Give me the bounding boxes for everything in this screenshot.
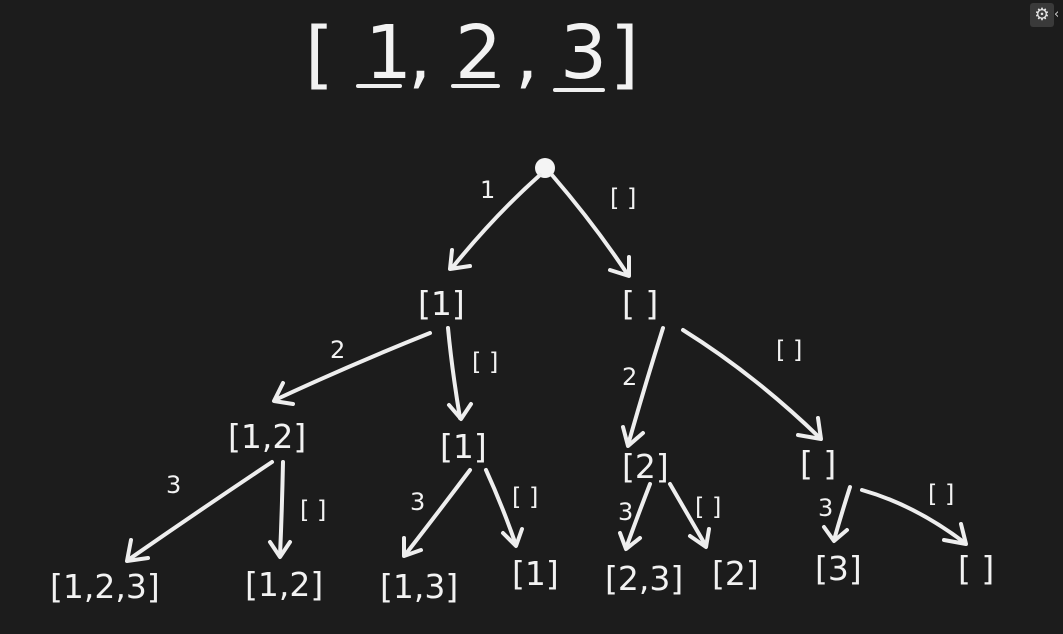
- edge-label: [ ]: [776, 336, 802, 364]
- edges-group: 1 [ ] 2 [ ] 2: [125, 173, 968, 563]
- node-1-2-b: [1,2]: [245, 565, 323, 604]
- edge-1-to-1b: [ ]: [446, 326, 498, 421]
- node-2-b: [2]: [712, 554, 759, 593]
- edge-2-to-2b: [ ]: [668, 482, 721, 549]
- edge-label: [ ]: [610, 184, 636, 212]
- gear-icon: ⚙: [1034, 5, 1050, 25]
- edge-label: 3: [166, 471, 181, 499]
- node-1: [1]: [418, 284, 465, 323]
- edge-empty-to-empty2: [ ]: [681, 328, 823, 441]
- edge-2-to-23: 3: [618, 482, 652, 551]
- edge-root-to-empty: [ ]: [550, 173, 636, 278]
- title-array: [ 1 , 2 , 3 ]: [305, 10, 643, 98]
- node-empty: [ ]: [622, 284, 658, 323]
- edge-label: 2: [330, 336, 345, 364]
- nodes-group: [1] [ ] [1,2] [1] [2] [ ] [1,2,3] [1,2] …: [50, 284, 994, 606]
- edge-label: [ ]: [472, 348, 498, 376]
- edge-label: 3: [618, 498, 633, 526]
- node-empty-2: [ ]: [800, 444, 836, 483]
- edge-label: [ ]: [695, 493, 721, 521]
- node-1-3: [1,3]: [380, 567, 458, 606]
- edge-label: 3: [410, 488, 425, 516]
- edge-label: [ ]: [300, 496, 326, 524]
- node-2: [2]: [622, 447, 669, 486]
- node-1-2-3: [1,2,3]: [50, 567, 160, 606]
- title-sep-1: ,: [408, 12, 436, 98]
- edge-1b-to-13: 3: [402, 468, 472, 558]
- edge-empty-to-2: 2: [621, 326, 665, 448]
- title-sep-2: ,: [515, 12, 543, 98]
- edge-label: 3: [818, 494, 833, 522]
- collapse-panel-button[interactable]: ‹: [1054, 3, 1063, 27]
- node-1-2: [1,2]: [228, 417, 306, 456]
- node-empty-3: [ ]: [958, 549, 994, 588]
- title-open-bracket: [: [305, 12, 338, 98]
- edge-12-to-123: 3: [125, 460, 274, 563]
- node-1-c: [1]: [512, 554, 559, 593]
- edge-label: [ ]: [928, 480, 954, 508]
- settings-button[interactable]: ⚙: [1030, 3, 1054, 27]
- title-item-1: 1: [365, 10, 416, 96]
- node-2-3: [2,3]: [605, 559, 683, 598]
- chevron-left-icon: ‹: [1054, 7, 1060, 22]
- title-close-bracket: ]: [610, 12, 643, 98]
- edge-label: 2: [622, 363, 637, 391]
- node-3: [3]: [815, 549, 862, 588]
- node-1-b: [1]: [440, 427, 487, 466]
- edge-1-to-12: 2: [272, 331, 432, 406]
- title-item-3: 3: [560, 10, 611, 96]
- edge-1b-to-1c: [ ]: [484, 468, 538, 548]
- edge-empty2-to-empty3: [ ]: [860, 480, 968, 546]
- title-item-2: 2: [455, 10, 506, 96]
- edge-12-to-12b: [ ]: [268, 460, 326, 559]
- edge-empty2-to-3: 3: [818, 485, 852, 543]
- edge-label: 1: [480, 176, 495, 204]
- edge-label: [ ]: [512, 483, 538, 511]
- edge-root-to-1: 1: [448, 173, 542, 271]
